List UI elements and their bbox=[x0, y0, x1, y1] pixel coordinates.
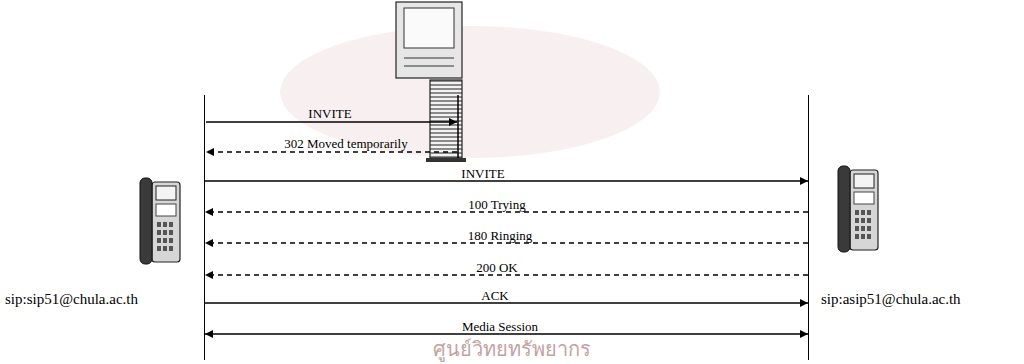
server-slot bbox=[404, 66, 454, 67]
message-label: INVITE bbox=[461, 167, 504, 181]
watermark-text: ศูนย์วิทยทรัพยากร bbox=[433, 337, 591, 361]
message-label: INVITE bbox=[308, 104, 351, 122]
message-label: 100 Trying bbox=[468, 198, 525, 212]
message-label: Media Session bbox=[462, 320, 538, 334]
server-lifeline bbox=[457, 95, 459, 158]
redirect-arrow bbox=[206, 151, 457, 152]
message-label: 200 OK bbox=[476, 261, 518, 275]
server-screen bbox=[404, 8, 454, 48]
sip-uri: sip:asip51@chula.ac.th bbox=[821, 290, 961, 308]
message-arrow bbox=[205, 180, 808, 181]
message-label: INVITE bbox=[308, 107, 351, 121]
server-top bbox=[396, 2, 462, 78]
server-case bbox=[430, 80, 462, 158]
sip-endpoint: sip:asip51@chula.ac.th bbox=[808, 95, 1018, 360]
message-label: 302 Moved temporarily bbox=[284, 137, 407, 151]
phone-icon bbox=[838, 166, 878, 252]
watermark-logo bbox=[280, 26, 660, 158]
message-label: 302 Moved temporarily bbox=[284, 134, 407, 152]
message-label-holder: Media Session bbox=[462, 317, 538, 335]
message-label-holder: 200 OK bbox=[476, 258, 518, 276]
server-base bbox=[426, 158, 466, 162]
message-label: ACK bbox=[481, 289, 508, 303]
message-label-holder: INVITE bbox=[461, 164, 504, 182]
server-slot bbox=[404, 58, 454, 59]
message-label-holder: 180 Ringing bbox=[468, 226, 533, 244]
message-label: 180 Ringing bbox=[468, 229, 533, 243]
message-label-holder: 100 Trying bbox=[468, 195, 525, 213]
message-label-holder: ACK bbox=[481, 286, 508, 304]
invite-to-server-arrow bbox=[206, 121, 457, 122]
sip-endpoint: sip:sip51@chula.ac.th bbox=[4, 95, 205, 360]
phone-icon bbox=[140, 178, 180, 264]
watermark-text: ศูนย์วิทยทรัพยากร bbox=[433, 337, 591, 361]
sip-uri: sip:sip51@chula.ac.th bbox=[5, 290, 138, 308]
